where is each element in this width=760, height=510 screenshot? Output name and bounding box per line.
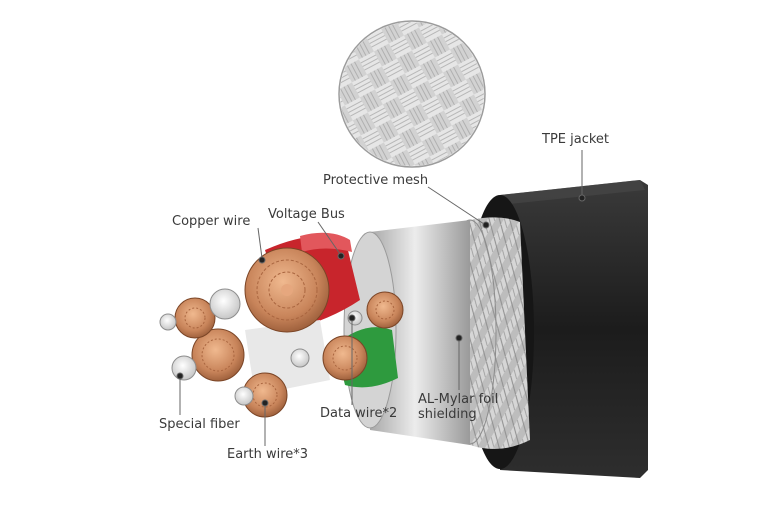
label-data-wire: Data wire*2 (320, 406, 398, 421)
copper-wire-bundles (174, 247, 404, 418)
label-foil-shielding-line2: shielding (418, 407, 477, 422)
label-earth-wire: Earth wire*3 (227, 447, 309, 462)
label-special-fiber: Special fiber (159, 417, 240, 432)
mesh-magnifier (338, 20, 486, 168)
leader-lines (176, 150, 586, 446)
label-foil-shielding-line1: AL-Mylar foil (418, 392, 499, 407)
special-fiber-bundles (159, 288, 363, 406)
label-voltage-bus: Voltage Bus (268, 207, 345, 222)
label-tpe-jacket: TPE jacket (542, 132, 610, 147)
label-copper-wire: Copper wire (172, 214, 251, 229)
label-protective-mesh: Protective mesh (323, 173, 429, 188)
